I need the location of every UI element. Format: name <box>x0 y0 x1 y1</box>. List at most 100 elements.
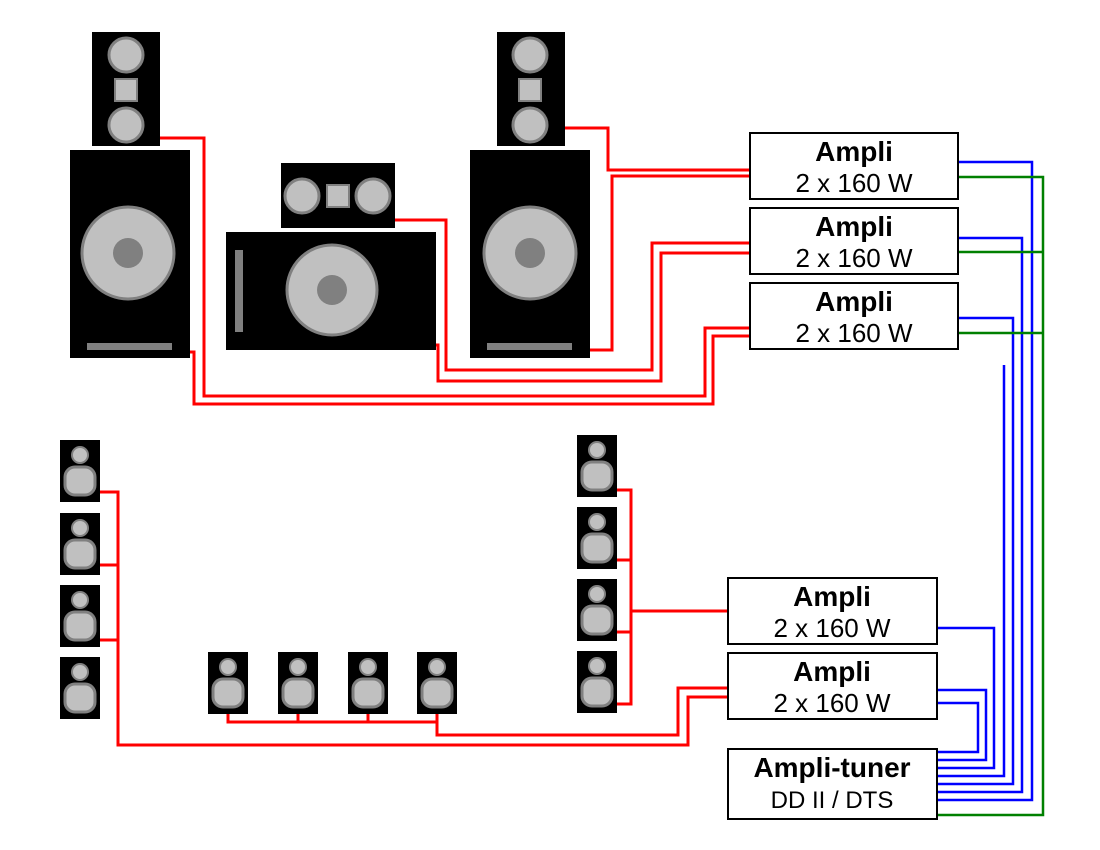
satellite-woofer <box>580 460 614 492</box>
satellite-tweeter <box>219 658 237 676</box>
right-surround-speaker <box>577 579 617 641</box>
amplifier-spec: 2 x 160 W <box>795 168 913 198</box>
amplifier-title: Ampli <box>793 581 871 612</box>
satellite-woofer <box>281 677 315 709</box>
amplifier-5: Ampli 2 x 160 W <box>727 652 938 720</box>
cable-front-right-top <box>565 126 750 172</box>
amplifier-spec: 2 x 160 W <box>773 613 891 643</box>
amplifier-3: Ampli 2 x 160 W <box>749 282 959 350</box>
tweeter-driver <box>107 106 145 144</box>
rear-speaker <box>208 652 248 714</box>
front-left-speaker <box>70 32 190 358</box>
center-speaker <box>226 163 436 350</box>
cable-front-left-top <box>160 136 750 398</box>
port-slot-vertical <box>235 250 243 332</box>
port-slot <box>87 343 172 350</box>
signal-amp5-blue-b <box>937 701 980 754</box>
satellite-woofer <box>63 538 97 570</box>
amplifier-title: Ampli <box>815 286 893 317</box>
satellite-tweeter <box>428 658 446 676</box>
amplifier-spec: 2 x 160 W <box>795 318 913 348</box>
amplifier-box <box>749 207 959 275</box>
woofer-dustcap <box>515 238 545 268</box>
cable-front-right-bottom <box>590 174 750 352</box>
satellite-woofer <box>420 677 454 709</box>
left-surround-speaker <box>60 657 100 719</box>
amplifier-title: Ampli <box>815 136 893 167</box>
tuner-box <box>727 748 938 820</box>
woofer-dustcap <box>113 238 143 268</box>
amplifier-4: Ampli 2 x 160 W <box>727 577 938 645</box>
satellite-tweeter <box>588 441 606 459</box>
cable-center-bottom <box>436 251 750 383</box>
satellite-woofer <box>580 604 614 636</box>
satellite-woofer <box>351 677 385 709</box>
satellite-tweeter <box>289 658 307 676</box>
signal-amp4-blue <box>937 626 996 770</box>
cable-right-surround-bus <box>617 488 633 706</box>
satellite-tweeter <box>71 519 89 537</box>
amplifier-box <box>727 577 938 645</box>
amplifier-spec: 2 x 160 W <box>773 688 891 718</box>
amplifier-box <box>727 652 938 720</box>
cable-rear-to-amp5 <box>435 686 728 737</box>
tweeter-driver <box>511 36 549 74</box>
satellite-woofer <box>580 676 614 708</box>
midrange-square <box>114 78 138 102</box>
rear-speaker <box>278 652 318 714</box>
amplifier-1: Ampli 2 x 160 W <box>749 132 959 200</box>
woofer-dustcap <box>317 275 347 305</box>
cable-left-surround-bus <box>100 490 728 747</box>
satellite-tweeter <box>588 585 606 603</box>
left-surround-speaker <box>60 440 100 502</box>
satellite-tweeter <box>359 658 377 676</box>
cable-rear-row <box>226 712 439 724</box>
right-surround-speaker <box>577 435 617 497</box>
satellite-woofer <box>580 532 614 564</box>
ampli-tuner: Ampli-tuner DD II / DTS <box>727 748 938 820</box>
tweeter-driver <box>107 36 145 74</box>
amplifier-box <box>749 132 959 200</box>
signal-amp1-blue <box>937 160 1034 802</box>
port-slot <box>487 343 572 350</box>
amplifier-spec: 2 x 160 W <box>795 243 913 273</box>
cable-front-left-bottom <box>190 334 750 406</box>
amplifier-title: Ampli <box>793 656 871 687</box>
amplifier-title: Ampli <box>815 211 893 242</box>
tuner-spec: DD II / DTS <box>771 787 894 814</box>
midrange-square <box>326 184 350 208</box>
left-surround-speaker <box>60 585 100 647</box>
midrange-square <box>518 78 542 102</box>
tuner-title: Ampli-tuner <box>753 752 910 783</box>
satellite-tweeter <box>588 657 606 675</box>
signal-cables <box>800 160 1045 820</box>
amplifier-box <box>749 282 959 350</box>
rear-speaker <box>348 652 388 714</box>
satellite-woofer <box>211 677 245 709</box>
signal-amp1-green <box>937 175 1045 817</box>
amplifier-2: Ampli 2 x 160 W <box>749 207 959 275</box>
rear-speaker <box>417 652 457 714</box>
satellite-woofer <box>63 682 97 714</box>
satellite-tweeter <box>71 663 89 681</box>
signal-tuner-extra-a <box>937 365 1006 778</box>
tweeter-driver <box>283 177 321 215</box>
satellite-tweeter <box>71 446 89 464</box>
satellite-tweeter <box>588 513 606 531</box>
signal-amp2-blue <box>937 236 1024 794</box>
tweeter-driver <box>511 106 549 144</box>
left-surround-speaker <box>60 513 100 575</box>
cable-center-top <box>395 218 750 372</box>
satellite-speakers <box>60 435 617 719</box>
satellite-tweeter <box>71 591 89 609</box>
signal-amp5-blue-a <box>937 688 988 762</box>
right-surround-speaker <box>577 651 617 713</box>
speaker-cables <box>100 126 750 747</box>
right-surround-speaker <box>577 507 617 569</box>
signal-amp3-blue <box>937 316 1015 786</box>
front-right-speaker <box>470 32 590 358</box>
satellite-woofer <box>63 465 97 497</box>
tweeter-driver <box>354 177 392 215</box>
satellite-woofer <box>63 610 97 642</box>
